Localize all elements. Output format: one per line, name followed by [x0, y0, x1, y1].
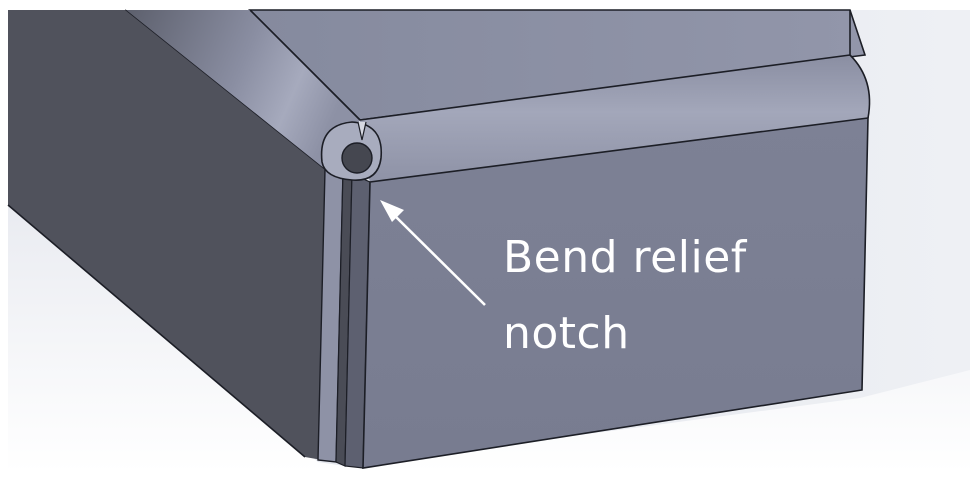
annotation-label-line2: notch — [503, 308, 630, 359]
front-face — [362, 117, 869, 469]
relief-hole — [341, 142, 373, 174]
relief-slit — [357, 121, 367, 141]
annotation-arrow — [380, 200, 486, 306]
front-bend-surface — [360, 55, 870, 182]
left-bend-surface — [125, 10, 360, 170]
dark-side-face — [8, 10, 325, 460]
annotation-label-line1: Bend relief — [503, 232, 747, 283]
